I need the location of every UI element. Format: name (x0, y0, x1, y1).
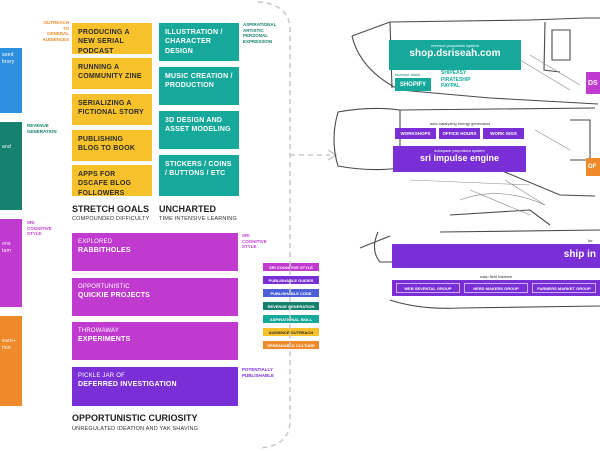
card-fictional-story: SERIALIZING A FICTIONAL STORY (72, 94, 152, 125)
card-3d-design: 3D DESIGN AND ASSET MODELING (159, 111, 239, 149)
tag-sri-cognitive-left: SRI COGNITIVE STYLE (27, 220, 52, 237)
sub-stretch-goals: COMPOUNDED DIFFICULTY (72, 216, 150, 222)
tag-sri-cognitive: SRI COGNITIVE STYLE (242, 233, 267, 250)
revenue-stack-caption: revenue stack (395, 72, 420, 77)
card-illustration: ILLUSTRATION / CHARACTER DESIGN (159, 23, 239, 61)
legend-chip: SPREADABLE CULTURE (263, 341, 319, 349)
card-deferred-big: DEFERRED INVESTIGATION (78, 381, 177, 389)
legend-chip: PUBLISHABLE GUIDES (263, 276, 319, 284)
legend-chip: SRI COGNITIVE STYLE (263, 263, 319, 271)
card-experiments: THROWAWAY EXPERIMENTS (72, 322, 238, 360)
sri-caption: subspace propulsion system (434, 148, 485, 153)
card-serial-podcast: PRODUCING A NEW SERIAL PODCAST (72, 23, 152, 55)
card-experiments-big: EXPERIMENTS (78, 336, 131, 344)
card-deferred-investigation: PICKLE JAR OF DEFERRED INVESTIGATION (72, 367, 238, 406)
card-quickie-big: QUICKIE PROJECTS (78, 292, 151, 300)
warp-pill: NERD MAKERS GROUP (464, 283, 528, 293)
shopify-pill: SHOPIFY (395, 78, 431, 91)
legend-chip: ASPIRATIONAL SKILL (263, 315, 319, 323)
warp-pill: WEB SEVENTAL GROUP (396, 283, 460, 293)
payment-stack: SHIPEASY PIRATESHIP PAYPAL (441, 70, 471, 89)
heading-opportunistic: OPPORTUNISTIC CURIOSITY (72, 413, 198, 423)
left-card-teal: and (0, 122, 22, 210)
sri-panel: subspace propulsion system sri impulse e… (393, 146, 526, 172)
warp-caption: warp field balance (479, 274, 513, 279)
legend-chip: AUDIENCE OUTREACH (263, 328, 319, 336)
tag-outreach: OUTREACH TO GENERAL AUDIENCES (42, 20, 69, 42)
sub-opportunistic: UNREGULATED IDEATION AND YAK SHAVING (72, 426, 199, 432)
left-card-purple: ons tam (0, 219, 22, 307)
card-community-zine: RUNNING A COMMUNITY ZINE (72, 58, 152, 89)
card-dscafe-apps: APPS FOR DSCAFE BLOG FOLLOWERS (72, 165, 152, 197)
legend-chip: PUBLISHABLE CODE (263, 289, 319, 297)
energy-caption: auto-catalyzing energy generators (429, 121, 491, 126)
tag-potentially-publishable: POTENTIALLY PUBLISHABLE (242, 367, 275, 378)
card-rabbitholes: EXPLORED RABBITHOLES (72, 233, 238, 271)
sub-uncharted: TIME INTENSIVE LEARNING (159, 216, 237, 222)
card-music: MUSIC CREATION / PRODUCTION (159, 67, 239, 105)
heading-stretch-goals: STRETCH GOALS (72, 204, 150, 214)
card-rabbitholes-small: EXPLORED (78, 239, 113, 245)
tag-revenue-generation: REVENUE GENERATION (27, 123, 57, 134)
shop-caption: revenue propulsion system (431, 43, 479, 48)
legend-chip: REVENUE GENERATION (263, 302, 319, 310)
warp-pill: FARMERS MARKET GROUP (532, 283, 596, 293)
card-rabbitholes-big: RABBITHOLES (78, 247, 131, 255)
right-top-panel: DS (586, 72, 600, 94)
card-deferred-small: PICKLE JAR OF (78, 373, 125, 379)
energy-pill: WORK GIGS (483, 128, 524, 139)
shop-panel: revenue propulsion system shop.dsriseah.… (389, 40, 521, 70)
card-stickers: STICKERS / COINS / BUTTONS / ETC (159, 155, 239, 196)
card-quickie-small: OPPORTUNISTIC (78, 284, 130, 290)
energy-pill: OFFICE HOURS (439, 128, 480, 139)
left-card-blue: ased brary (0, 48, 22, 113)
left-card-orange: earn+ tion (0, 316, 22, 406)
card-quickie-projects: OPPORTUNISTIC QUICKIE PROJECTS (72, 278, 238, 316)
sri-engine: sri impulse engine (419, 153, 500, 163)
tag-aspirational: ASPIRATIONAL ARTISTIC PERSONAL EXPRESSIO… (243, 22, 277, 44)
ship-in-caption: for (588, 238, 593, 243)
right-mid-panel: OF (586, 158, 600, 176)
shop-domain: shop.dsriseah.com (409, 48, 501, 59)
heading-uncharted: UNCHARTED (159, 204, 216, 214)
card-experiments-small: THROWAWAY (78, 328, 120, 334)
ship-in-panel: ship in (392, 244, 600, 268)
energy-pill: WORKSHOPS (395, 128, 436, 139)
dashed-bracket (257, 1, 338, 449)
card-blog-to-book: PUBLISHING BLOG TO BOOK (72, 130, 152, 161)
